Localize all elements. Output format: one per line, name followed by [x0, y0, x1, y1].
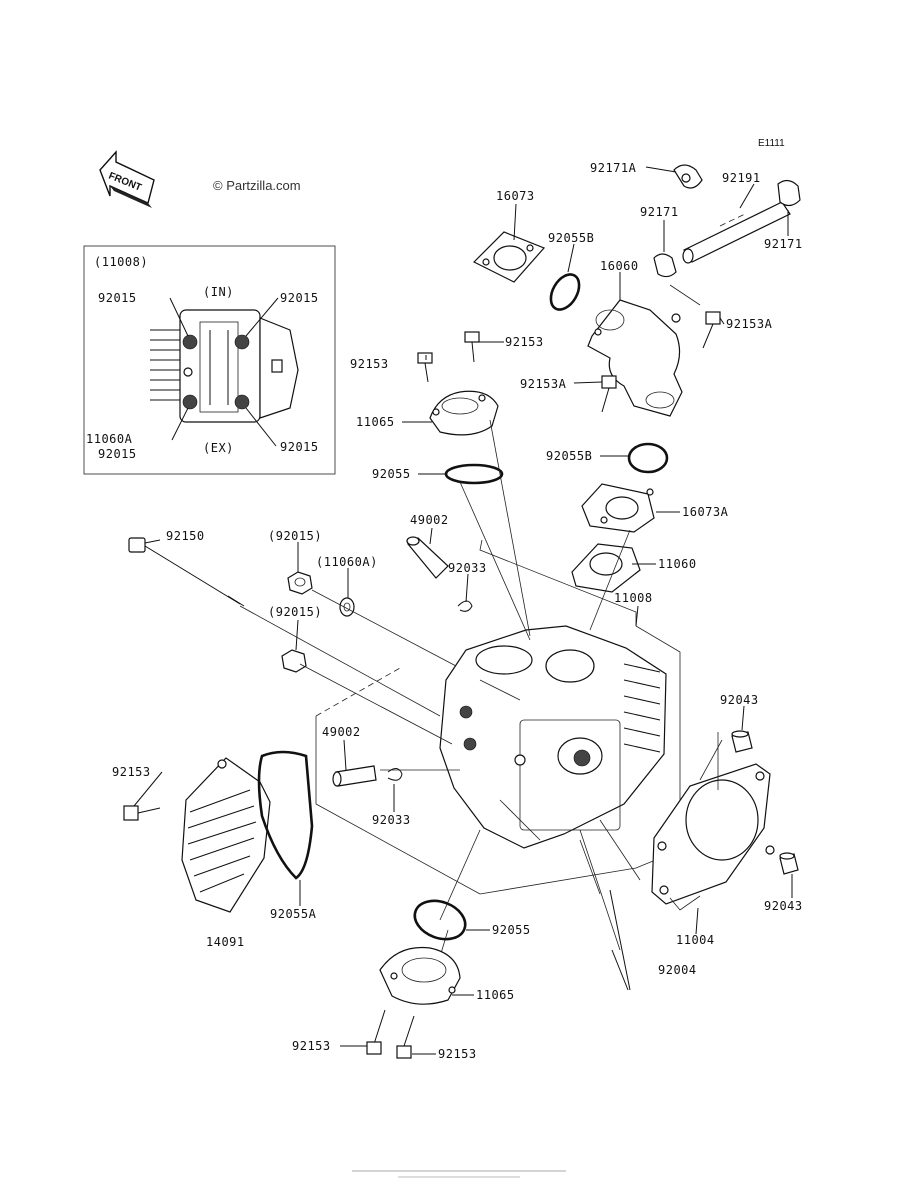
label-92055-upper: 92055 [372, 467, 411, 481]
label-92015-lower: (92015) [268, 605, 322, 619]
inset-label-92015-tl: 92015 [98, 291, 137, 305]
o-ring-92055-lower [413, 899, 467, 941]
footer-microprint [352, 1170, 566, 1178]
cover-11065-upper [429, 390, 499, 436]
cylinder-head-11008 [439, 625, 667, 849]
bolt-92153-bottom-right [396, 1015, 415, 1059]
cover-11065-lower [379, 946, 461, 1005]
gasket-92055A [257, 750, 314, 880]
label-92043-upper: 92043 [720, 693, 759, 707]
head-cover-14091 [181, 757, 271, 913]
tappet-49002-lower [332, 765, 377, 787]
hose-assembly [653, 164, 801, 306]
label-92043-lower: 92043 [764, 899, 803, 913]
diagram-code: E1111 [758, 138, 785, 149]
label-92055B-lower: 92055B [546, 449, 592, 463]
label-11065-upper: 11065 [356, 415, 395, 429]
label-11065-lower: 11065 [476, 988, 515, 1002]
gasket-16073A [581, 483, 655, 533]
o-ring-92055-upper [444, 463, 504, 485]
inset-ex-label: (EX) [203, 441, 234, 455]
tappet-49002-upper [406, 536, 449, 579]
label-92153-bottom-right: 92153 [438, 1047, 477, 1061]
label-92015-upper: (92015) [268, 529, 322, 543]
label-49002-upper: 49002 [410, 513, 449, 527]
o-ring-92055B-lower [627, 442, 669, 474]
label-11008: 11008 [614, 591, 653, 605]
label-92171-right: 92171 [764, 237, 803, 251]
stud-bolt [609, 889, 631, 991]
label-92191: 92191 [722, 171, 761, 185]
label-11060: 11060 [658, 557, 697, 571]
label-92055-lower: 92055 [492, 923, 531, 937]
bolt-92153-cover [123, 805, 161, 821]
nut-92015-lower [281, 649, 307, 673]
dowel-92043-lower [779, 852, 799, 875]
front-arrow-icon: FRONT [99, 150, 155, 208]
inset-label-92015-tr: 92015 [280, 291, 319, 305]
gasket-16073 [472, 231, 546, 283]
gasket-11060 [571, 543, 641, 593]
label-16073A: 16073A [682, 505, 729, 519]
label-92033-upper: 92033 [448, 561, 487, 575]
label-14091: 14091 [206, 935, 245, 949]
pipe-16060 [587, 299, 683, 417]
inset-head-top-view [150, 297, 299, 447]
label-92153-bottom-left: 92153 [292, 1039, 331, 1053]
clamp-92171-left [653, 253, 677, 278]
label-92153-center: 92153 [505, 335, 544, 349]
label-92171-left: 92171 [640, 205, 679, 219]
label-92153-left: 92153 [350, 357, 389, 371]
label-92055A: 92055A [270, 907, 317, 921]
nut-92015-upper [287, 571, 313, 595]
inset-label-92015-bl: 92015 [98, 447, 137, 461]
dowel-92043-upper [731, 730, 753, 753]
label-11060A: (11060A) [316, 555, 378, 569]
bolt-92153-left [417, 352, 433, 383]
label-92004: 92004 [658, 963, 697, 977]
label-49002-lower: 49002 [322, 725, 361, 739]
label-16060: 16060 [600, 259, 639, 273]
label-92033-lower: 92033 [372, 813, 411, 827]
o-ring-92055B-upper [549, 273, 581, 311]
label-92150: 92150 [166, 529, 205, 543]
clip-92033-lower [387, 768, 403, 781]
bolt-92153A-mid [601, 375, 617, 413]
label-16073: 16073 [496, 189, 535, 203]
bolt-92153-bottom-left [366, 1009, 386, 1055]
label-11004: 11004 [676, 933, 715, 947]
label-92055B-upper: 92055B [548, 231, 594, 245]
leader-lines [133, 166, 793, 1055]
bolt-92150 [128, 537, 245, 607]
clip-92033-upper [457, 600, 473, 612]
inset-ref: (11008) [94, 255, 148, 269]
clamp-92171-right [777, 179, 801, 207]
inset-label-92015-br: 92015 [280, 440, 319, 454]
inset-in-label: (IN) [203, 285, 234, 299]
inset-box [83, 245, 336, 475]
gasket-11004 [651, 763, 775, 905]
bolt-92153-center [464, 331, 480, 363]
bolt-92153A-right [702, 311, 721, 349]
label-92153-cover: 92153 [112, 765, 151, 779]
clamp-92171A [673, 164, 703, 189]
label-92171A: 92171A [590, 161, 637, 175]
inset-label-11060A: 11060A [86, 432, 133, 446]
label-92153A-right: 92153A [726, 317, 773, 331]
washer-11060A [339, 597, 355, 617]
label-92153A-mid: 92153A [520, 377, 567, 391]
watermark: © Partzilla.com [213, 178, 301, 193]
